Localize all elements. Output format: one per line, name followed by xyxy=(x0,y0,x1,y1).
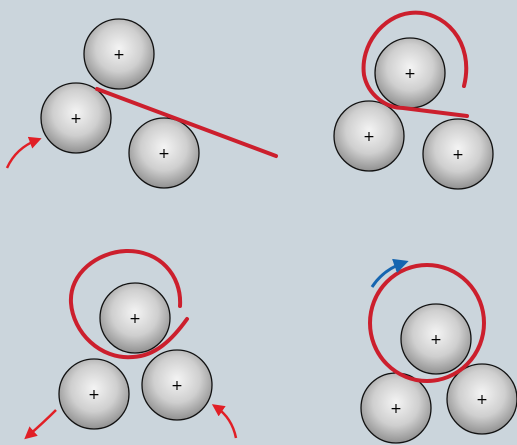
curved-arrow-icon xyxy=(211,404,238,439)
center-mark: + xyxy=(113,47,125,63)
center-mark: + xyxy=(129,311,141,327)
curved-arrow-icon xyxy=(5,136,42,169)
stage-1: + + + xyxy=(5,18,278,189)
right-roller: + xyxy=(141,349,213,421)
center-mark: + xyxy=(476,392,488,408)
stage-3: + + + xyxy=(24,248,238,440)
metal-plate xyxy=(368,263,486,383)
left-roller: + xyxy=(360,372,432,444)
stage-4: + + + xyxy=(360,258,517,444)
center-mark: + xyxy=(363,129,375,145)
left-roller: + xyxy=(58,358,130,430)
metal-plate xyxy=(68,248,189,360)
center-mark: + xyxy=(390,401,402,417)
metal-plate xyxy=(361,10,469,118)
left-roller: + xyxy=(40,82,112,154)
center-mark: + xyxy=(88,387,100,403)
top-roller: + xyxy=(99,282,171,354)
center-mark: + xyxy=(171,378,183,394)
right-roller: + xyxy=(128,117,200,189)
center-mark: + xyxy=(158,146,170,162)
curved-arrow-icon xyxy=(370,258,409,288)
top-roller: + xyxy=(400,303,472,375)
center-mark: + xyxy=(404,66,416,82)
metal-plate xyxy=(95,87,278,158)
center-mark: + xyxy=(430,332,442,348)
curved-arrow-icon xyxy=(24,409,57,440)
right-roller: + xyxy=(422,118,494,190)
center-mark: + xyxy=(70,111,82,127)
left-roller: + xyxy=(333,100,405,172)
top-roller: + xyxy=(374,37,446,109)
stage-2: + + + xyxy=(333,10,494,190)
right-roller: + xyxy=(446,363,517,435)
center-mark: + xyxy=(452,147,464,163)
top-roller: + xyxy=(83,18,155,90)
